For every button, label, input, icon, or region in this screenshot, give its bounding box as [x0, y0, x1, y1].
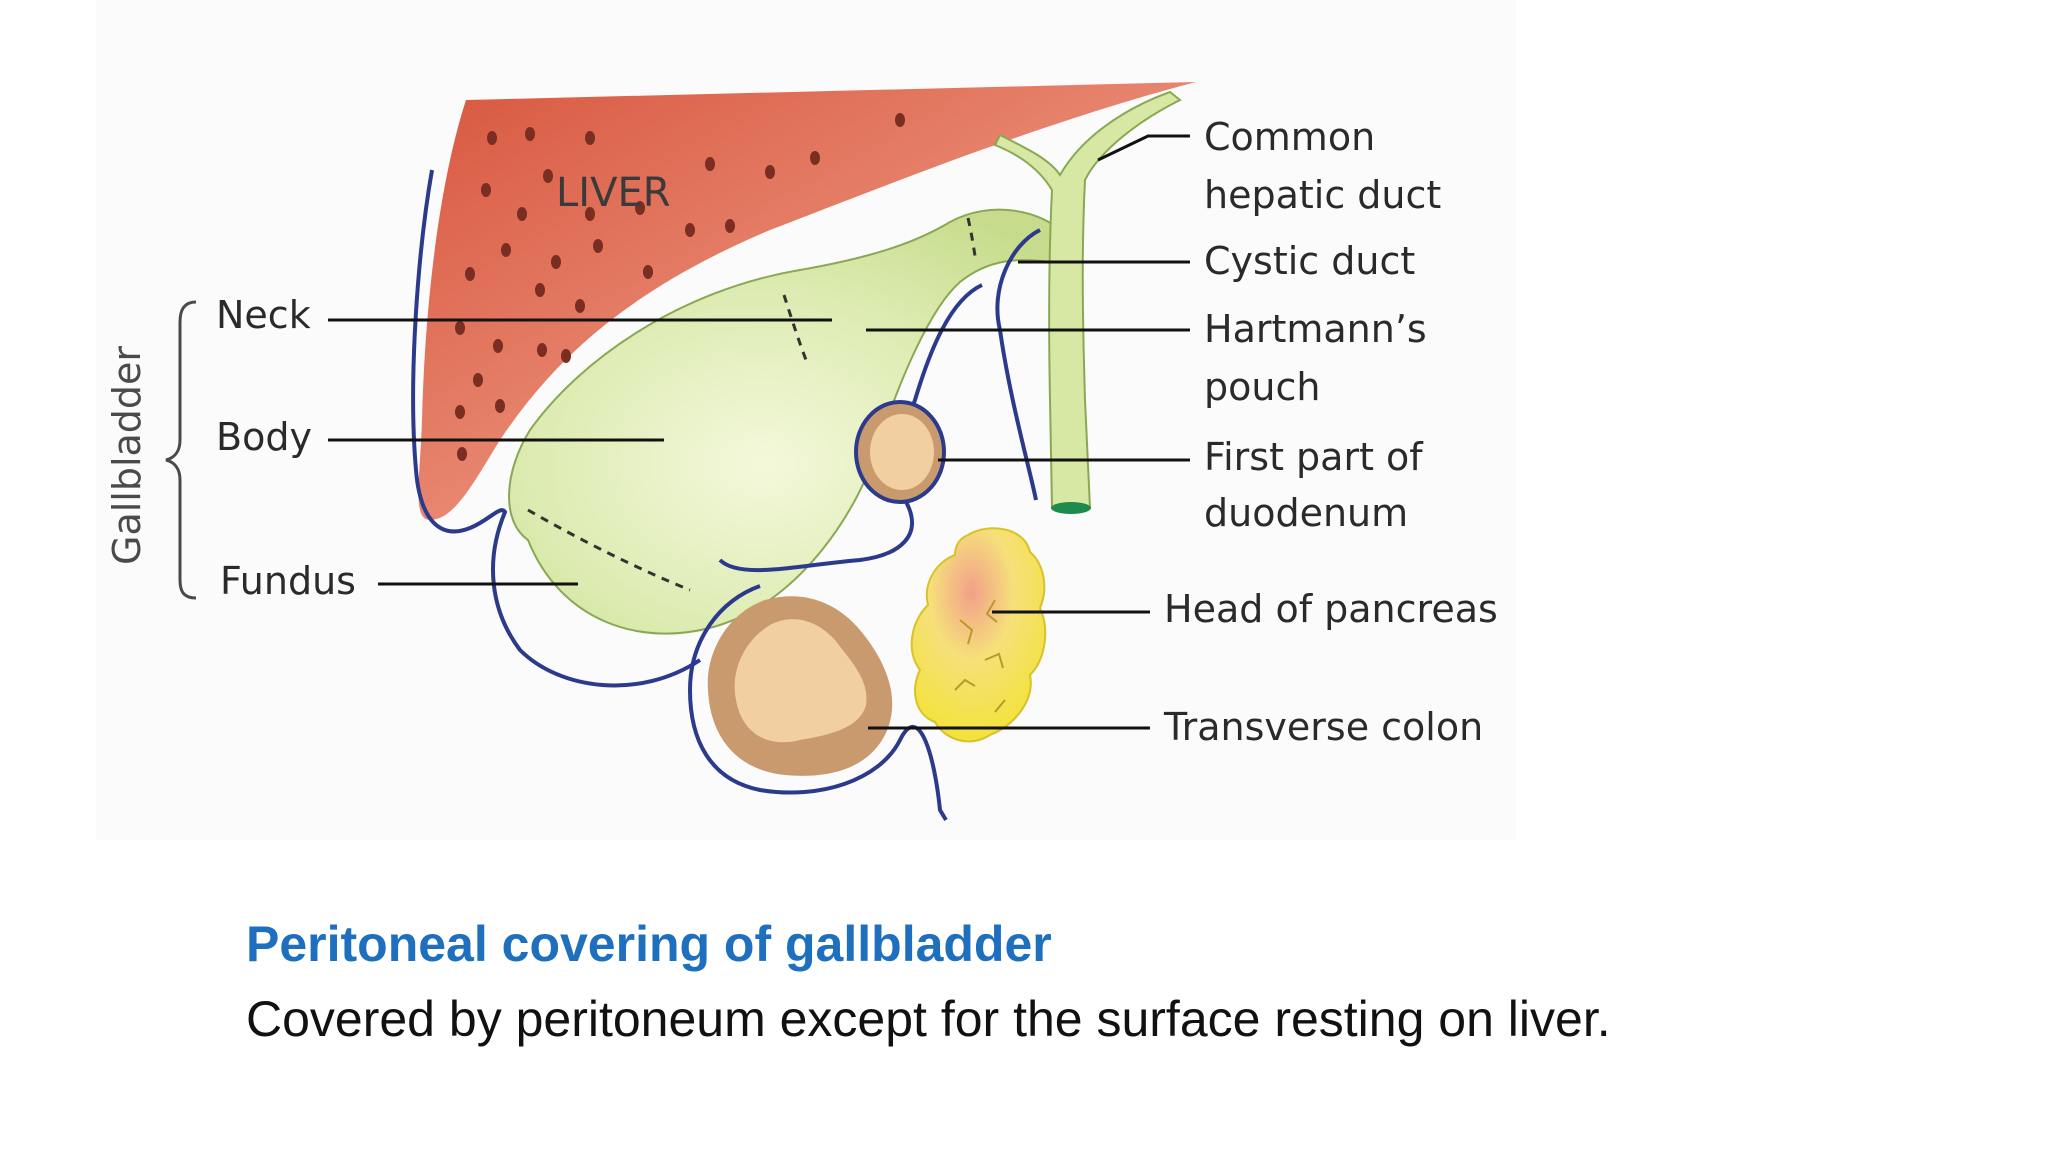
neck-label: Neck	[216, 293, 311, 337]
duodenum-label-1: First part of	[1204, 435, 1424, 479]
caption-title: Peritoneal covering of gallbladder	[246, 916, 1052, 972]
peritoneum-line-left	[411, 169, 702, 688]
duct-division	[966, 217, 978, 263]
cystic-duct-label: Cystic duct	[1204, 239, 1415, 283]
body-label: Body	[216, 415, 312, 459]
common-hepatic-label-2: hepatic duct	[1204, 173, 1441, 217]
pancreas-shape	[910, 527, 1047, 743]
colon-label: Transverse colon	[1163, 705, 1483, 749]
duodenum-label-2: duodenum	[1204, 491, 1408, 535]
liver-label: LIVER	[556, 170, 671, 216]
liver-shape	[418, 82, 1196, 520]
pancreas-lobules	[954, 599, 1006, 713]
duodenum-lumen	[870, 414, 934, 490]
common-hepatic-label-1: Common	[1204, 115, 1375, 159]
gallbladder-label: Gallbladder	[105, 346, 149, 565]
colon-lumen	[734, 619, 867, 743]
hartmann-label-1: Hartmann’s	[1204, 307, 1427, 351]
caption-text: Covered by peritoneum except for the sur…	[246, 991, 1611, 1047]
gallbladder-peritoneum-diagram: LIVER Gallbladder Neck Body Fundus Commo…	[105, 82, 1498, 822]
gallbladder-bracket	[165, 300, 197, 600]
colon-peritoneum	[687, 584, 948, 822]
diagram-panel: LIVER Gallbladder Neck Body Fundus Commo…	[96, 0, 1516, 840]
fundus-label: Fundus	[220, 559, 356, 603]
neck-division	[782, 294, 810, 366]
hartmann-label-2: pouch	[1204, 365, 1320, 409]
common-hepatic-leader	[1097, 134, 1190, 162]
pancreas-label: Head of pancreas	[1164, 587, 1498, 631]
fundus-division	[527, 508, 691, 592]
bile-duct	[993, 90, 1182, 509]
liver-cells	[455, 113, 905, 461]
duct-cut-end	[1051, 502, 1091, 514]
